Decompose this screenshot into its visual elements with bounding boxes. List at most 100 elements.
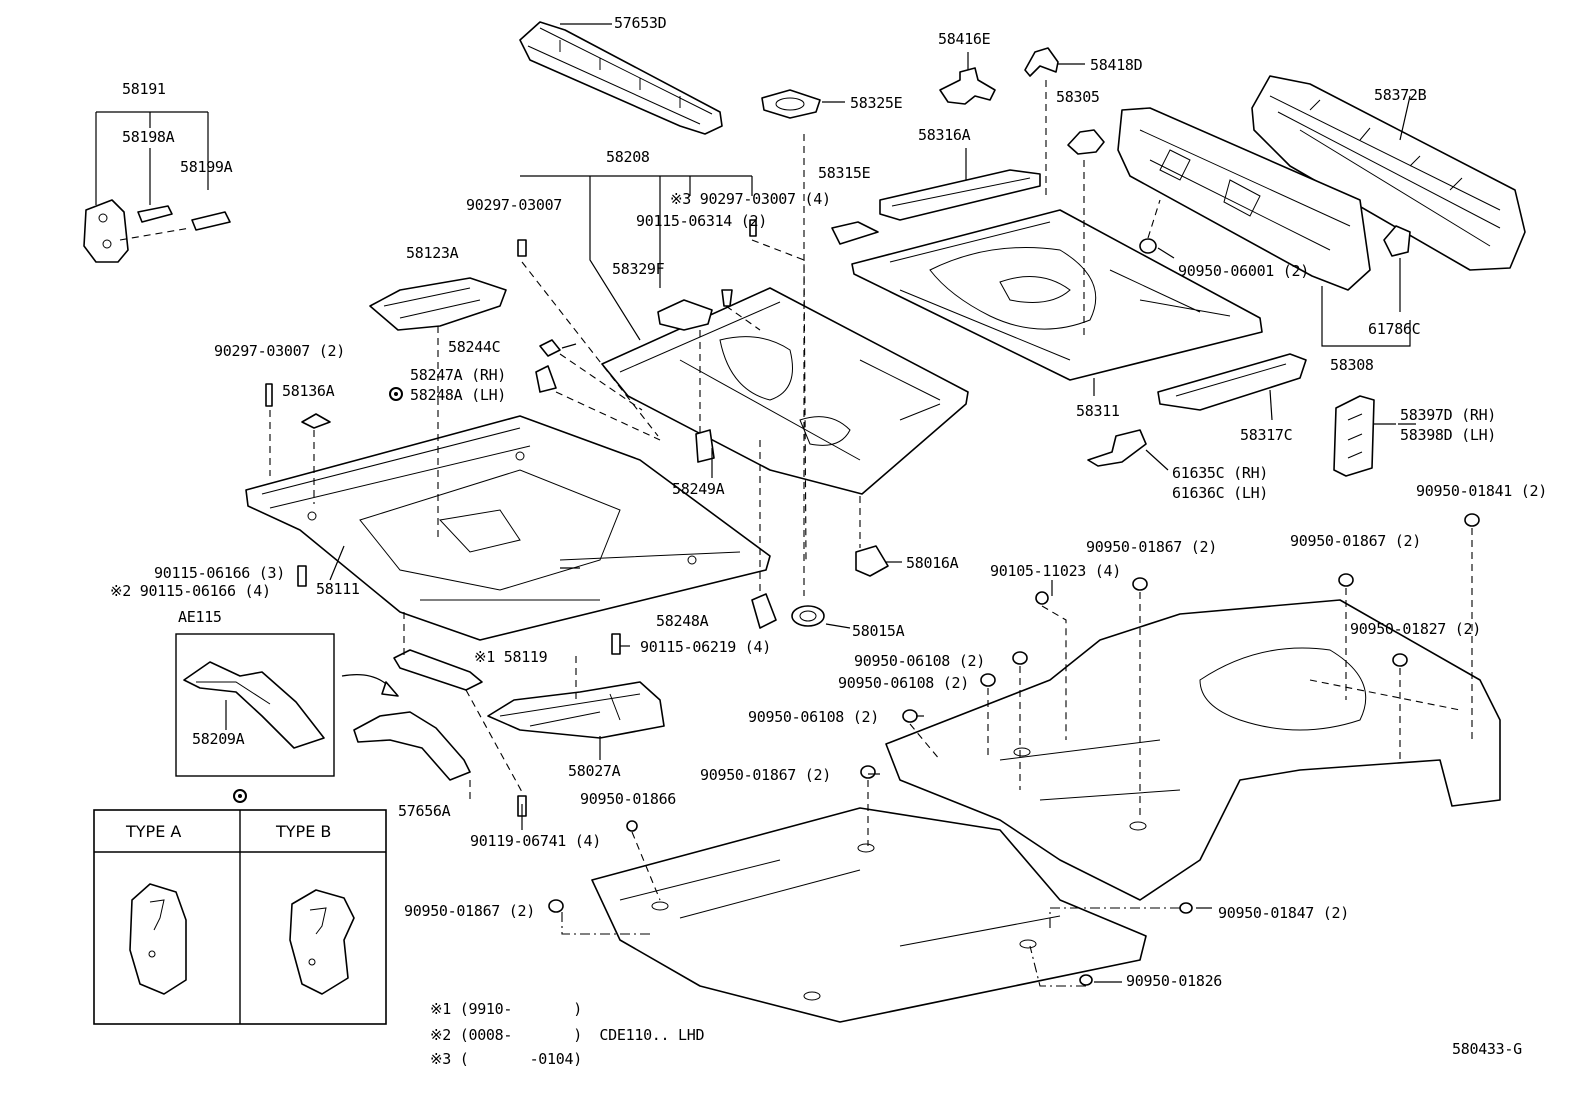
label-58305: 58305 <box>1056 88 1100 106</box>
label-58247A: 58247A (RH) <box>410 366 507 384</box>
label-61635C: 61635C (RH) <box>1172 464 1269 482</box>
type-b-bracket <box>289 889 355 995</box>
label-90950-06108-b: 90950-06108 (2) <box>838 674 969 692</box>
label-58249A: 58249A <box>672 480 725 498</box>
part-58308 <box>1117 107 1371 291</box>
part-58305 <box>1067 129 1105 155</box>
part-57653D <box>519 21 723 135</box>
label-90115-06219: 90115-06219 (4) <box>640 638 771 656</box>
part-58027A <box>487 681 665 739</box>
label-90115-06166-3: 90115-06166 (3) <box>154 564 285 582</box>
label-61636C: 61636C (LH) <box>1172 484 1269 502</box>
part-58249A <box>695 429 715 463</box>
label-90950-01827: 90950-01827 (2) <box>1350 620 1481 638</box>
grommets <box>548 513 1480 986</box>
part-58191 <box>83 199 231 263</box>
diagram-code: 580433-G <box>1452 1040 1522 1058</box>
label-57653D: 57653D <box>614 14 667 32</box>
part-58123A <box>369 277 507 331</box>
label-58208: 58208 <box>606 148 650 166</box>
part-58372B <box>1251 75 1526 271</box>
note-3: ※3 ( -0104) <box>430 1050 582 1068</box>
label-58016A: 58016A <box>906 554 959 572</box>
label-90115-06314: 90115-06314 (2) <box>636 212 767 230</box>
part-58136A <box>301 413 331 429</box>
label-58315E: 58315E <box>818 164 871 182</box>
label-58111: 58111 <box>316 580 360 598</box>
label-mark2-90115-06166: ※2 90115-06166 (4) <box>110 582 271 600</box>
label-90950-01867-c: 90950-01867 (2) <box>700 766 831 784</box>
label-90105-11023: 90105-11023 (4) <box>990 562 1121 580</box>
part-58317C <box>1157 353 1307 411</box>
label-90950-01867-a: 90950-01867 (2) <box>1086 538 1217 556</box>
label-58416E: 58416E <box>938 30 991 48</box>
label-58209A: 58209A <box>192 730 245 748</box>
part-58418D <box>1024 47 1059 77</box>
part-carpet-front <box>591 807 1147 1023</box>
label-58248A-lh: 58248A (LH) <box>410 386 507 404</box>
part-61635C <box>1087 429 1147 467</box>
part-58315E <box>831 221 879 245</box>
part-58316A <box>879 169 1041 221</box>
label-58136A: 58136A <box>282 382 335 400</box>
label-90950-01847: 90950-01847 (2) <box>1218 904 1349 922</box>
part-58119 <box>393 649 483 691</box>
part-90950-06001 <box>1139 238 1157 254</box>
part-bolt-90297 <box>265 219 757 407</box>
label-ae115: AE115 <box>178 608 222 626</box>
label-58123A: 58123A <box>406 244 459 262</box>
label-58308: 58308 <box>1330 356 1374 374</box>
note-1: ※1 (9910- ) <box>430 1000 582 1018</box>
circled-dot-marker-icon <box>389 387 403 401</box>
label-90950-01841: 90950-01841 (2) <box>1416 482 1547 500</box>
label-58329F: 58329F <box>612 260 665 278</box>
label-90950-01867-d: 90950-01867 (2) <box>404 902 535 920</box>
ae115-box <box>175 633 335 777</box>
part-58111 <box>245 415 771 641</box>
label-58317C: 58317C <box>1240 426 1293 444</box>
part-58416E <box>939 67 996 105</box>
part-58209A <box>183 661 325 749</box>
part-58248A <box>751 593 777 629</box>
label-90950-06001: 90950-06001 (2) <box>1178 262 1309 280</box>
type-a-bracket <box>129 883 187 995</box>
label-57656A: 57656A <box>398 802 451 820</box>
label-90297-03007: 90297-03007 <box>466 196 563 214</box>
part-58311 <box>851 209 1263 381</box>
label-90950-01866: 90950-01866 <box>580 790 677 808</box>
part-58329F <box>657 299 713 331</box>
label-58325E: 58325E <box>850 94 903 112</box>
label-58398D: 58398D (LH) <box>1400 426 1497 444</box>
label-58372B: 58372B <box>1374 86 1427 104</box>
label-90297-03007-2: 90297-03007 (2) <box>214 342 345 360</box>
part-58325E <box>761 89 821 119</box>
assembly-lines <box>269 80 1473 987</box>
label-58316A: 58316A <box>918 126 971 144</box>
label-58191: 58191 <box>122 80 166 98</box>
part-61786C <box>1383 225 1411 257</box>
part-58016A <box>855 545 889 577</box>
label-58198A: 58198A <box>122 128 175 146</box>
circled-dot-marker-icon <box>233 789 247 803</box>
label-90950-01826: 90950-01826 <box>1126 972 1223 990</box>
label-mark1-58119: ※1 58119 <box>474 648 548 666</box>
type-table <box>93 809 387 1025</box>
label-58397D: 58397D (RH) <box>1400 406 1497 424</box>
label-58015A: 58015A <box>852 622 905 640</box>
type-b-heading: TYPE B <box>276 822 332 841</box>
part-58208 <box>601 287 969 495</box>
label-58199A: 58199A <box>180 158 233 176</box>
part-58247A <box>535 365 557 393</box>
part-57656A <box>353 711 471 781</box>
label-58311: 58311 <box>1076 402 1120 420</box>
leader-lines <box>521 343 1416 983</box>
label-90950-06108-c: 90950-06108 (2) <box>748 708 879 726</box>
part-58244C <box>539 339 561 357</box>
label-58027A: 58027A <box>568 762 621 780</box>
label-90119-06741: 90119-06741 (4) <box>470 832 601 850</box>
part-58015A <box>791 605 825 627</box>
label-58418D: 58418D <box>1090 56 1143 74</box>
label-58244C: 58244C <box>448 338 501 356</box>
